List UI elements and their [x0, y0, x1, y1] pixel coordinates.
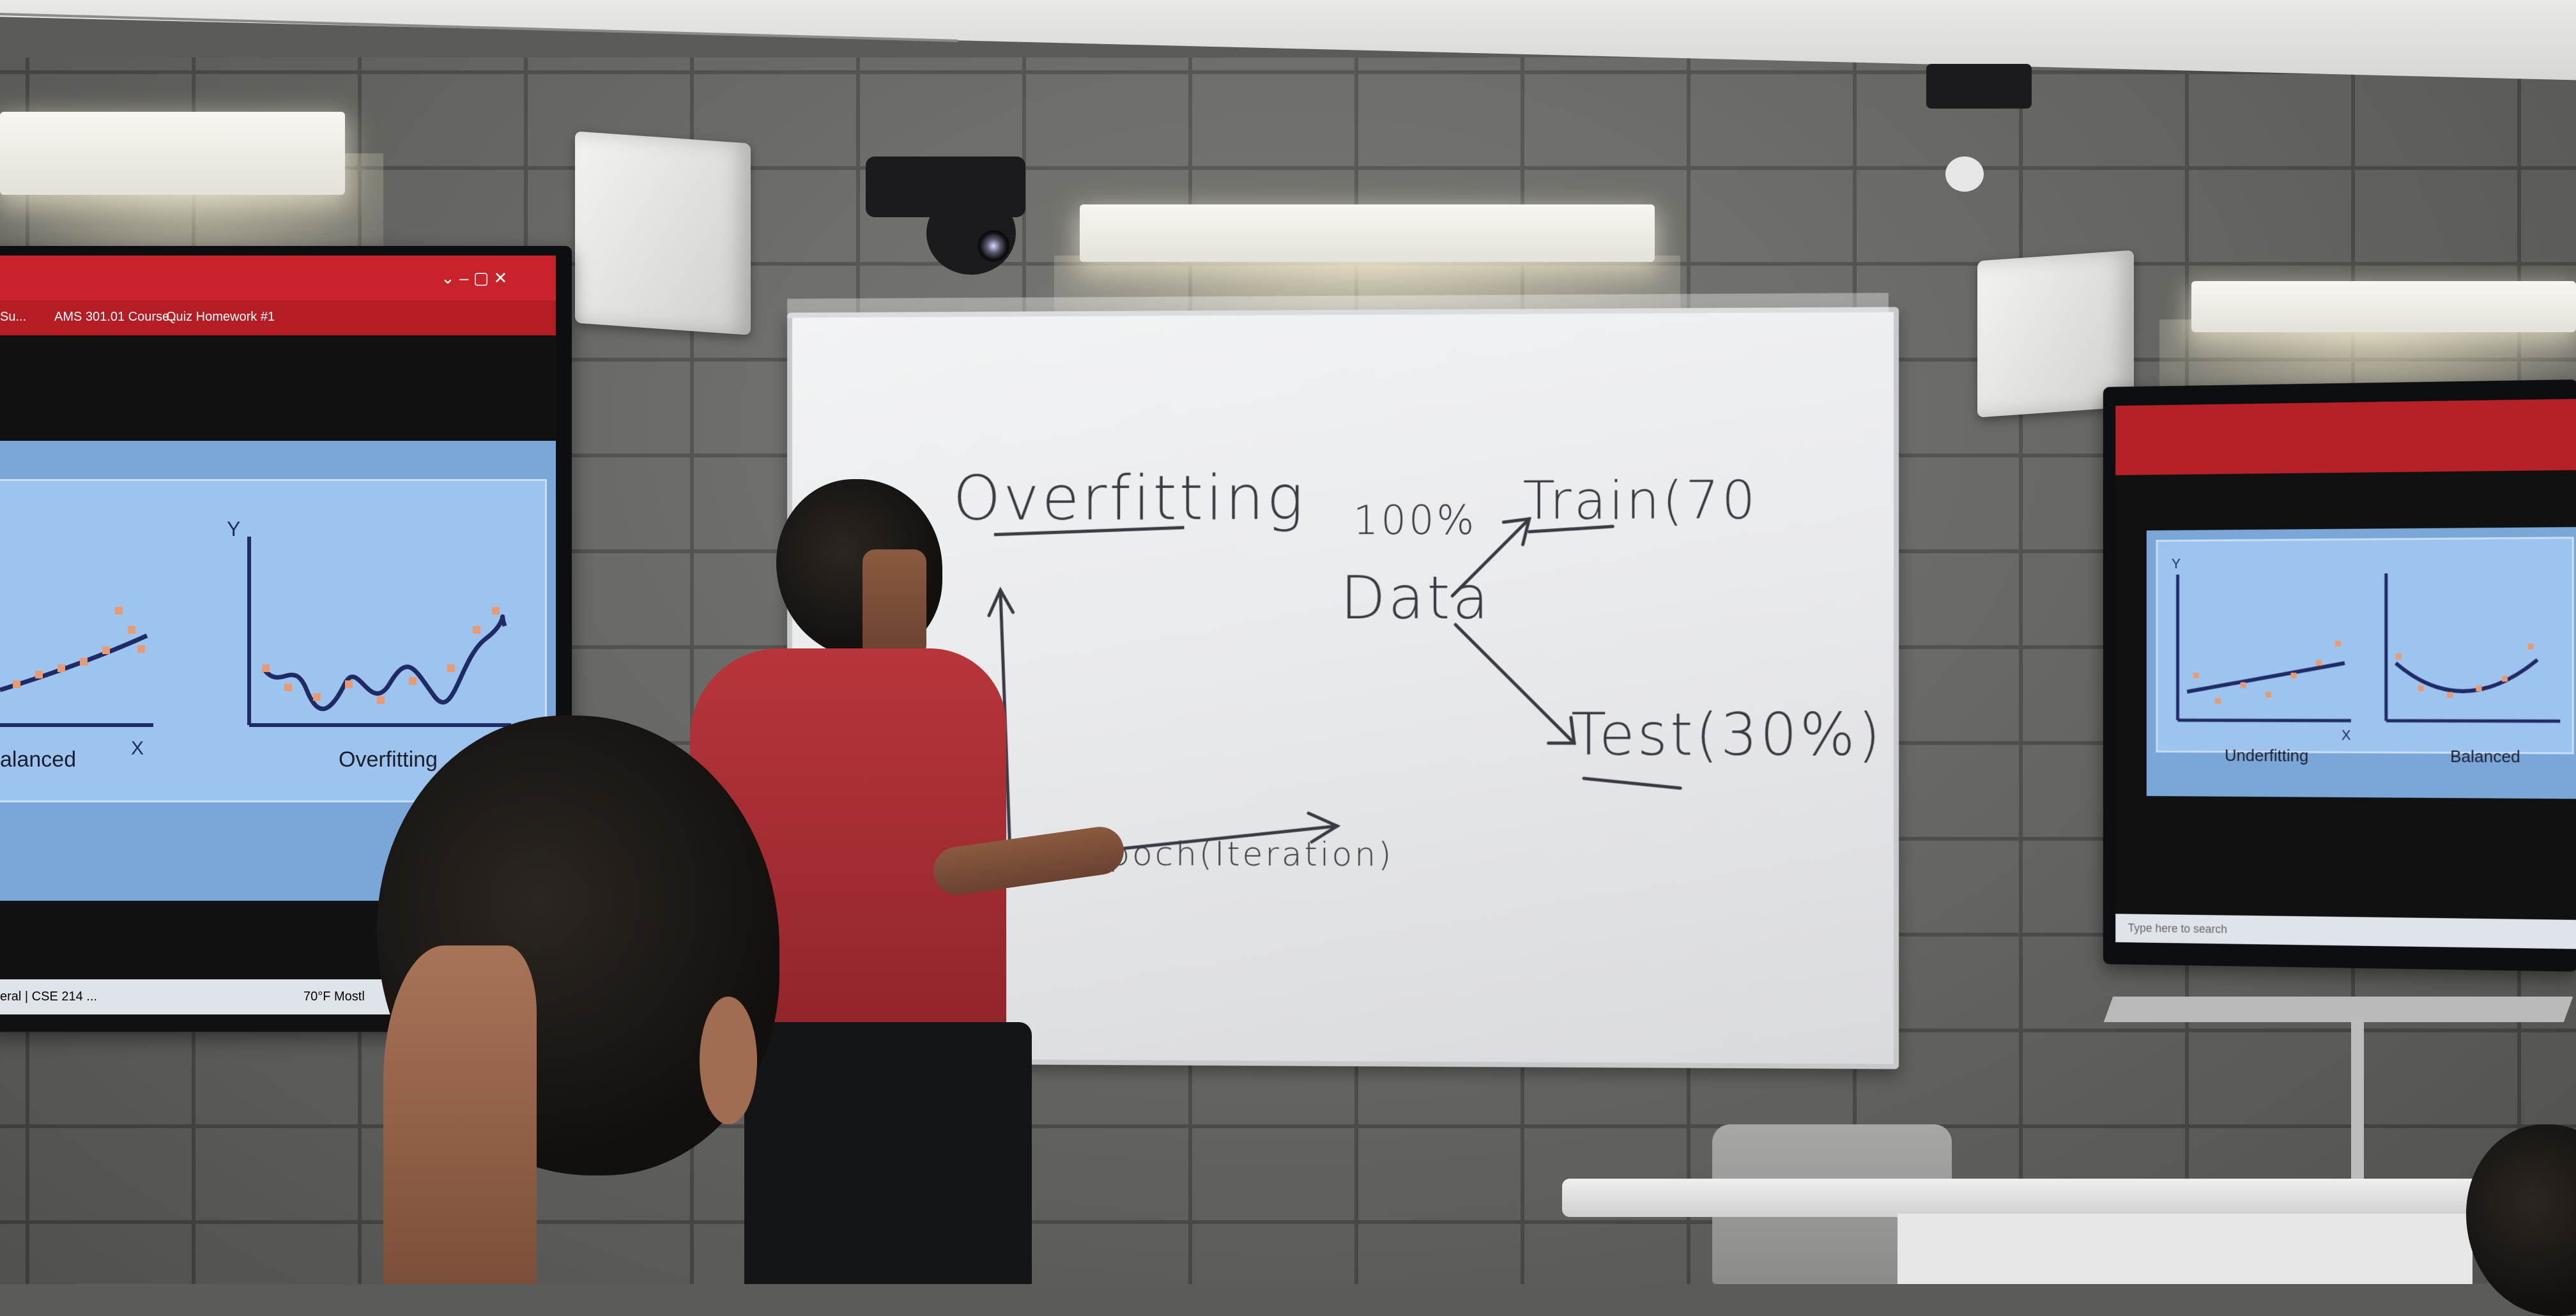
- right-slide-plots: [2147, 527, 2576, 760]
- right-tv: Y X Underfitting Balanced Type here to s…: [2103, 379, 2576, 972]
- desk-top: [1562, 1179, 2508, 1217]
- window-controls-icon[interactable]: ⌄ – ▢ ✕: [441, 268, 507, 288]
- desk-front: [1897, 1214, 2472, 1284]
- arrow-to-train: [1452, 519, 1529, 595]
- taskbar-search[interactable]: Type here to search: [2128, 922, 2227, 937]
- taskbar-weather: 70°F Mostl: [303, 990, 365, 1004]
- projector: [1926, 64, 2032, 109]
- caption-overfitting: Overfitting: [339, 747, 438, 772]
- presenter-pants: [744, 1022, 1032, 1284]
- podium-arm: [2351, 1016, 2364, 1182]
- train-underline: [1529, 526, 1613, 532]
- tab-ams-course[interactable]: AMS 301.01 Course...: [54, 310, 180, 325]
- tab-quiz-homework[interactable]: Quiz Homework #1: [166, 310, 275, 325]
- underfit-x-axis: [2178, 720, 2351, 721]
- browser-tab-bar: Su... AMS 301.01 Course... Quiz Homework…: [0, 256, 556, 335]
- caption-balanced-right: Balanced: [2450, 747, 2520, 767]
- underfit-points: [2193, 641, 2341, 704]
- taskbar-course-label: eral | CSE 214 ...: [0, 990, 97, 1004]
- overfit-curve: [265, 616, 505, 709]
- light-fixture-left: [0, 112, 345, 195]
- caption-underfitting: Underfitting: [2225, 746, 2308, 765]
- right-slide: Y X Underfitting Balanced: [2147, 527, 2576, 799]
- balanced-x-label: X: [131, 738, 144, 760]
- underfit-x-label: X: [2342, 727, 2351, 744]
- light-fixture-right: [2191, 281, 2576, 332]
- tab-su[interactable]: Su...: [0, 310, 26, 325]
- presenter-face: [862, 549, 926, 658]
- viewer-ear: [700, 997, 757, 1124]
- camera-lens: [977, 230, 1009, 262]
- balanced-r-curve: [2396, 660, 2538, 691]
- test-underline: [1584, 778, 1680, 788]
- speaker-left: [575, 131, 751, 335]
- viewer-neck: [383, 945, 537, 1284]
- overfit-y-label: Y: [227, 517, 240, 541]
- caption-balanced: alanced: [0, 747, 76, 772]
- right-taskbar: Type here to search: [2115, 914, 2576, 949]
- podium-shelf: [2104, 997, 2573, 1022]
- overfit-points: [262, 607, 500, 704]
- arrow-to-test: [1455, 625, 1574, 744]
- light-fixture-center: [1080, 204, 1655, 262]
- right-browser-bar: [2115, 399, 2576, 475]
- underfit-line: [2187, 663, 2345, 692]
- underfit-y-label: Y: [2172, 556, 2181, 572]
- sensor-dome: [1945, 157, 1984, 192]
- balanced-curve: [0, 636, 147, 690]
